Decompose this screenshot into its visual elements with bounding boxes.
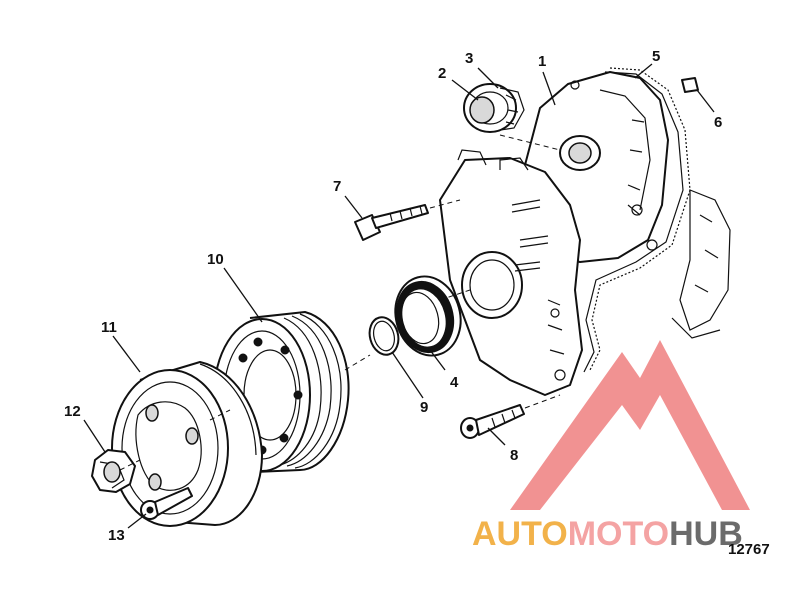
front-cover-gasket [583, 67, 691, 373]
bolt-8 [460, 404, 525, 439]
engine-block [671, 189, 731, 339]
callout-1: 1 [538, 53, 546, 70]
retaining-ring [368, 316, 400, 356]
watermark-text: AUTOMOTOHUB [472, 515, 743, 553]
stud [681, 77, 699, 93]
callout-12: 12 [64, 403, 81, 420]
callout-10: 10 [207, 251, 224, 268]
callout-5: 5 [652, 48, 660, 65]
watermark-word-3: HUB [669, 515, 743, 553]
crankshaft-oil-seal [394, 275, 462, 357]
lower-timing-cover [439, 149, 583, 396]
callout-4: 4 [450, 374, 459, 391]
callout-11: 11 [101, 319, 117, 336]
figure-number: 12767 [728, 541, 770, 558]
watermark-logo-icon [510, 340, 750, 510]
callout-7: 7 [333, 178, 341, 195]
harmonic-balancer [111, 361, 263, 527]
callout-9: 9 [420, 399, 428, 416]
callout-labels: 1 2 3 4 5 6 7 8 9 10 11 12 13 [64, 48, 722, 544]
bolt-7 [354, 204, 429, 241]
idler-pulley-assembly [463, 83, 525, 133]
callout-3: 3 [465, 50, 473, 67]
watermark-word-2: MOTO [568, 515, 669, 553]
leader-lines [83, 63, 715, 529]
callout-6: 6 [714, 114, 722, 131]
crankshaft-nut [91, 449, 136, 493]
watermark-word-1: AUTO [472, 515, 568, 553]
callout-2: 2 [438, 65, 446, 82]
callout-8: 8 [510, 447, 518, 464]
callout-13: 13 [108, 527, 125, 544]
